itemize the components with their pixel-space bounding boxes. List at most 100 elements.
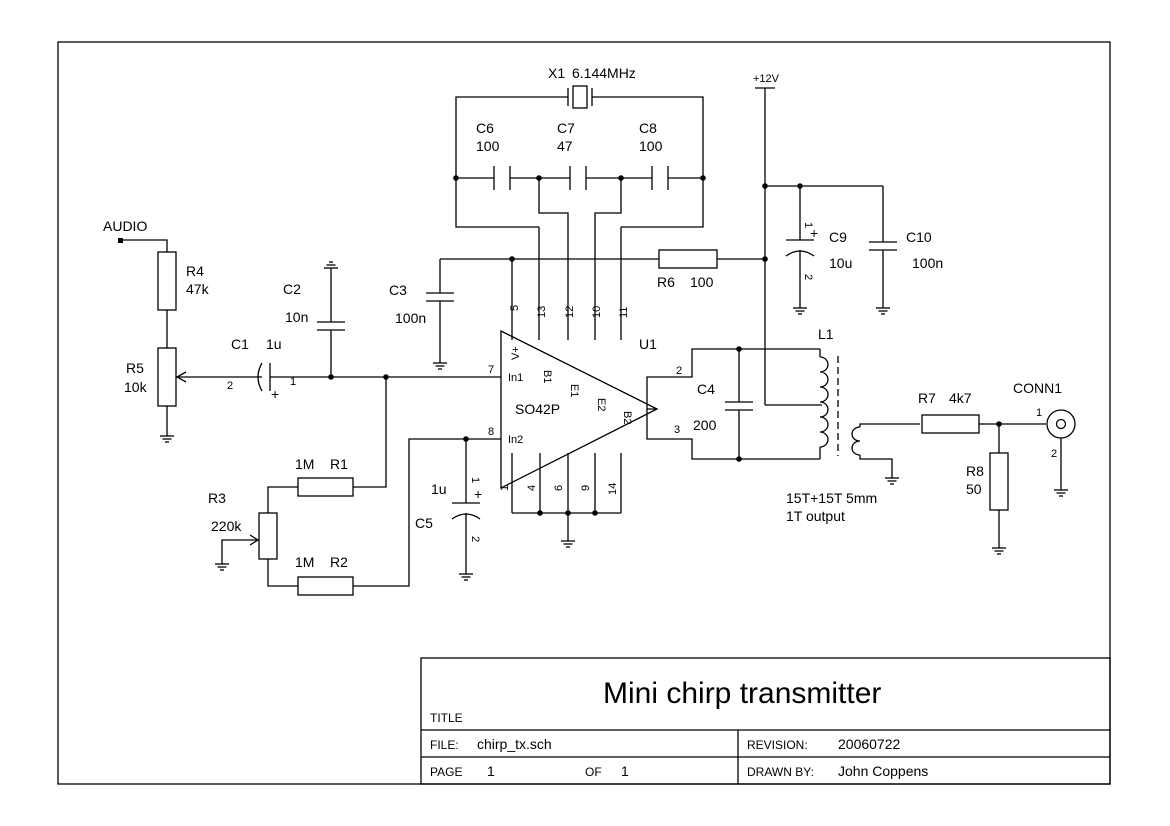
c1-plus: +	[271, 386, 279, 402]
file-name: chirp_tx.sch	[477, 736, 552, 752]
c5-plus: +	[474, 486, 482, 502]
r8-ref: R8	[966, 463, 984, 479]
c5-ref: C5	[415, 515, 433, 531]
page-count: 1	[621, 763, 629, 779]
drawn-by-label: DRAWN BY:	[747, 765, 814, 779]
r3-value: 220k	[211, 518, 242, 534]
connector-conn1	[1046, 409, 1076, 497]
u1-pin-3: 3	[674, 424, 680, 436]
u1-pin-10: 10	[591, 306, 603, 318]
resistor-r6	[658, 249, 718, 269]
input-network: AUDIO R4 47k R5 10k 2 C1 1u 1 +	[103, 218, 501, 596]
u1-in2-label: In2	[508, 434, 523, 446]
r6-ref: R6	[657, 274, 675, 290]
title-block: TITLE Mini chirp transmitter FILE: chirp…	[420, 657, 1111, 785]
u1-pin-8: 8	[488, 426, 494, 438]
u1-b2-label: B2	[621, 411, 633, 424]
c2-value: 10n	[285, 309, 308, 325]
u1-e2-label: E2	[595, 398, 607, 411]
crystal-network: X1 6.144MHz C6 100 C7 47 C8 100	[453, 65, 706, 340]
u1-b1-label: B1	[541, 370, 553, 383]
of-label: OF	[585, 765, 602, 779]
u1-pin-7: 7	[488, 364, 494, 376]
c9-ref: C9	[829, 229, 847, 245]
c10-ref: C10	[906, 229, 932, 245]
u1-e1-label: E1	[568, 384, 580, 397]
title-label: TITLE	[430, 711, 463, 725]
capacitor-c3	[426, 259, 454, 370]
file-label: FILE:	[430, 738, 459, 752]
schematic-title: Mini chirp transmitter	[603, 677, 881, 710]
l1-note-winding: 15T+15T 5mm	[786, 490, 877, 506]
u1-pin-6: 6	[553, 485, 565, 491]
r2-value: 1M	[295, 554, 314, 570]
vcc-label: +12V	[753, 73, 780, 85]
u1-pin-5: 5	[509, 305, 521, 311]
capacitor-c7	[569, 166, 587, 190]
c1-value: 1u	[266, 336, 282, 352]
r2-ref: R2	[330, 554, 348, 570]
u1-pin-14: 14	[607, 483, 619, 495]
resistor-r4	[157, 251, 177, 311]
c5-value: 1u	[431, 481, 447, 497]
l1-ref: L1	[818, 326, 834, 342]
r1-ref: R1	[330, 456, 348, 472]
crystal-x1	[567, 85, 593, 109]
u1-vplus-label: V+	[510, 346, 522, 360]
c1-ref: C1	[231, 336, 249, 352]
u1-part: SO42P	[515, 401, 560, 417]
u1-pin-12: 12	[564, 306, 576, 318]
r8-value: 50	[966, 481, 982, 497]
x1-value: 6.144MHz	[572, 65, 636, 81]
u1-pin-13: 13	[536, 306, 548, 318]
ic-u1: U1 SO42P In1 In2 V+ B1 E1 E2 B2 5 13 12 …	[488, 305, 682, 548]
page-label: PAGE	[430, 765, 462, 779]
r5-value: 10k	[124, 379, 148, 395]
c5-pin-1: 1	[469, 477, 481, 483]
r6-value: 100	[690, 274, 714, 290]
c3-ref: C3	[389, 282, 407, 298]
u1-pin-1: 1	[499, 485, 511, 491]
resistor-r2	[297, 576, 354, 596]
c3-value: 100n	[395, 310, 426, 326]
c7-value: 47	[557, 138, 573, 154]
c6-value: 100	[476, 138, 500, 154]
c2-ref: C2	[283, 281, 301, 297]
capacitor-c4	[725, 349, 753, 459]
capacitor-c9	[785, 186, 815, 315]
revision-value: 20060722	[838, 736, 901, 752]
r7-value: 4k7	[949, 390, 972, 406]
c6-ref: C6	[476, 120, 494, 136]
u1-pin-2: 2	[676, 365, 682, 377]
u1-pin-4: 4	[526, 485, 538, 491]
sheet-border	[57, 41, 1111, 785]
capacitor-c10	[869, 186, 897, 315]
r5-pin-2: 2	[227, 380, 233, 392]
c7-ref: C7	[557, 120, 575, 136]
c8-value: 100	[639, 138, 663, 154]
r5-ref: R5	[126, 360, 144, 376]
c9-pin-2: 2	[802, 274, 814, 280]
capacitor-c8	[651, 166, 669, 190]
u1-ref: U1	[639, 336, 657, 352]
page-number: 1	[487, 763, 495, 779]
c9-pin-1: 1	[802, 222, 814, 228]
audio-label: AUDIO	[103, 218, 147, 234]
capacitor-c6	[493, 166, 511, 190]
potentiometer-r3	[258, 512, 278, 560]
r7-ref: R7	[918, 390, 936, 406]
potentiometer-r5	[157, 347, 177, 407]
x1-ref: X1	[548, 65, 565, 81]
u1-pin-11: 11	[618, 307, 630, 318]
resistor-r7	[921, 414, 980, 434]
drawn-by-name: John Coppens	[838, 763, 928, 779]
conn1-pin-2: 2	[1051, 448, 1057, 460]
capacitor-c5	[451, 439, 481, 581]
conn1-ref: CONN1	[1013, 380, 1062, 396]
r3-ref: R3	[208, 490, 226, 506]
c4-ref: C4	[697, 381, 715, 397]
c9-plus: +	[810, 225, 818, 241]
c5-pin-2: 2	[469, 536, 481, 542]
resistor-r8	[989, 452, 1009, 511]
